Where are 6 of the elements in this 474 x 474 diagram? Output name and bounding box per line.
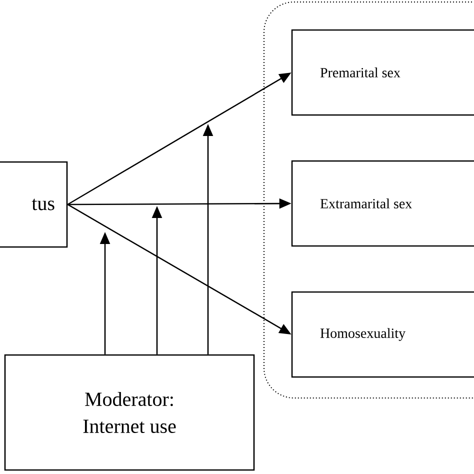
moderator-box: Moderator: Internet use bbox=[4, 354, 255, 471]
dotted-group-outline bbox=[264, 2, 474, 398]
outcome-box: Premarital sex bbox=[291, 29, 474, 116]
outcome-box: Homosexuality bbox=[291, 291, 474, 378]
outcome-box: Extramarital sex bbox=[291, 160, 474, 247]
status-box: tus bbox=[0, 161, 68, 248]
